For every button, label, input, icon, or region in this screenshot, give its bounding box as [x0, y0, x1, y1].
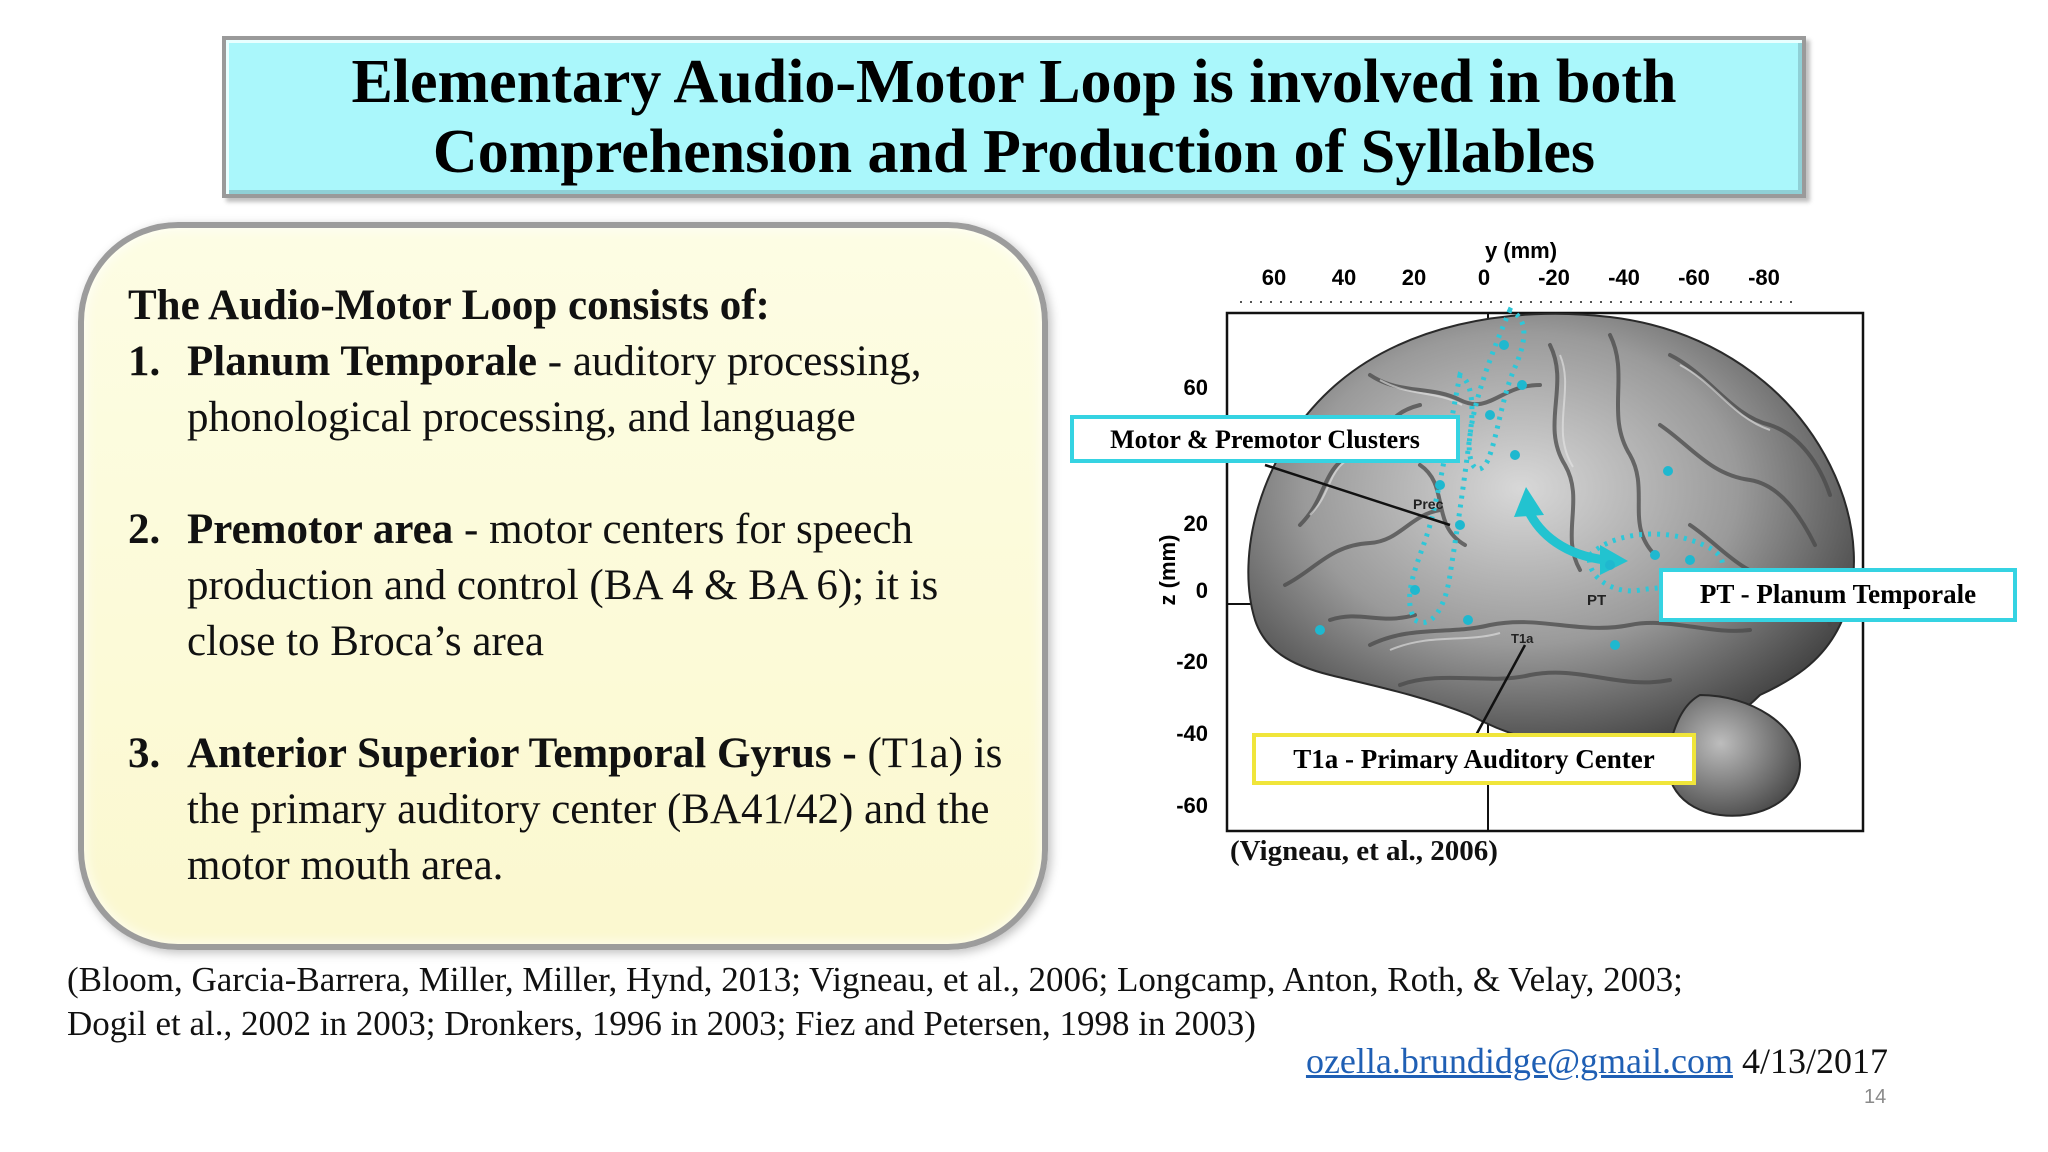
brain-figure: y (mm) 60 40 20 0 -20 -40 -60 -80 z (mm)… — [1070, 238, 2017, 833]
list-item-premotor-area: 2. Premotor area - motor centers for spe… — [128, 502, 1028, 670]
t1a-leader-line — [1473, 644, 1527, 738]
item-number: 3. — [128, 730, 161, 777]
item-body: Anterior Superior Temporal Gyrus - (T1a)… — [187, 726, 1028, 894]
y-tick-labels: 60 40 20 0 -20 -40 -60 -80 — [1262, 265, 1780, 290]
y-tick-label: -40 — [1608, 265, 1640, 290]
z-tick-label: -40 — [1176, 721, 1208, 746]
references-line-1: (Bloom, Garcia-Barrera, Miller, Miller, … — [67, 960, 1683, 999]
motor-leader-line — [1264, 463, 1451, 527]
title-banner: Elementary Audio-Motor Loop is involved … — [222, 36, 1806, 198]
list-item-anterior-stg: 3. Anterior Superior Temporal Gyrus - (T… — [128, 726, 1028, 894]
y-axis-title: y (mm) — [1485, 238, 1557, 263]
y-tick-label: -80 — [1748, 265, 1780, 290]
z-tick-label: 20 — [1184, 511, 1208, 536]
y-tick-label: -20 — [1538, 265, 1570, 290]
item-body: Planum Temporale - auditory processing, … — [187, 334, 1028, 446]
pt-label-box: PT - Planum Temporale — [1659, 568, 2017, 622]
t1a-label-box: T1a - Primary Auditory Center — [1252, 733, 1696, 785]
email-link[interactable]: ozella.brundidge@gmail.com — [1305, 1041, 1733, 1081]
title-line-1: Elementary Audio-Motor Loop is involved … — [351, 48, 1677, 116]
motor-label: Motor & Premotor Clusters — [1110, 425, 1420, 454]
figure-citation: (Vigneau, et al., 2006) — [1230, 835, 1498, 867]
item-number: 1. — [128, 338, 161, 385]
z-tick-label: 0 — [1196, 578, 1208, 603]
t1a-small-label: T1a — [1511, 631, 1534, 646]
z-tick-label: -60 — [1176, 793, 1208, 818]
prec-label: Prec — [1413, 496, 1444, 512]
page-number: 14 — [1864, 1086, 1887, 1108]
date: 4/13/2017 — [1732, 1041, 1888, 1081]
info-text: The Audio-Motor Loop consists of: 1. Pla… — [128, 278, 1028, 894]
motor-cluster-outline — [1466, 306, 1527, 472]
y-tick-label: 40 — [1332, 265, 1356, 290]
references-line-2: Dogil et al., 2002 in 2003; Dronkers, 19… — [67, 1004, 1256, 1043]
info-panel — [78, 222, 1048, 950]
item-number: 2. — [128, 506, 161, 553]
item-body: Premotor area - motor centers for speech… — [187, 502, 1028, 670]
item-term: Anterior Superior Temporal Gyrus - — [187, 730, 857, 777]
item-term: Planum Temporale — [187, 338, 538, 385]
pt-cluster-outline — [1587, 531, 1725, 594]
pt-small-label: PT — [1587, 592, 1606, 609]
y-tick-label: 20 — [1402, 265, 1426, 290]
y-tick-label: 0 — [1478, 265, 1490, 290]
contact-line: ozella.brundidge@gmail.com 4/13/2017 — [1306, 1040, 1888, 1082]
title-line-2: Comprehension and Production of Syllable… — [432, 118, 1596, 186]
item-term: Premotor area — [187, 506, 454, 553]
premotor-cluster-outline — [1407, 371, 1475, 625]
pt-label: PT - Planum Temporale — [1700, 579, 1976, 609]
audio-motor-arrow — [1523, 505, 1610, 565]
y-tick-label: -60 — [1678, 265, 1710, 290]
motor-label-box: Motor & Premotor Clusters — [1070, 415, 1460, 463]
z-tick-label: -20 — [1176, 649, 1208, 674]
z-axis-title: z (mm) — [1155, 535, 1180, 606]
info-heading: The Audio-Motor Loop consists of: — [128, 282, 770, 329]
list-item-planum-temporale: 1. Planum Temporale - auditory processin… — [128, 334, 1028, 446]
y-tick-label: 60 — [1262, 265, 1286, 290]
item-description: - auditory processing, phonological proc… — [187, 338, 922, 441]
t1a-label: T1a - Primary Auditory Center — [1293, 744, 1654, 774]
cluster-points — [1315, 340, 1695, 650]
z-tick-label: 60 — [1184, 375, 1208, 400]
item-description: (T1a) is the primary auditory center (BA… — [187, 730, 1003, 889]
item-description: - motor centers for speech production an… — [187, 506, 939, 665]
arrow-head-top — [1514, 487, 1544, 517]
z-tick-labels: 60 20 0 -20 -40 -60 — [1176, 375, 1208, 818]
